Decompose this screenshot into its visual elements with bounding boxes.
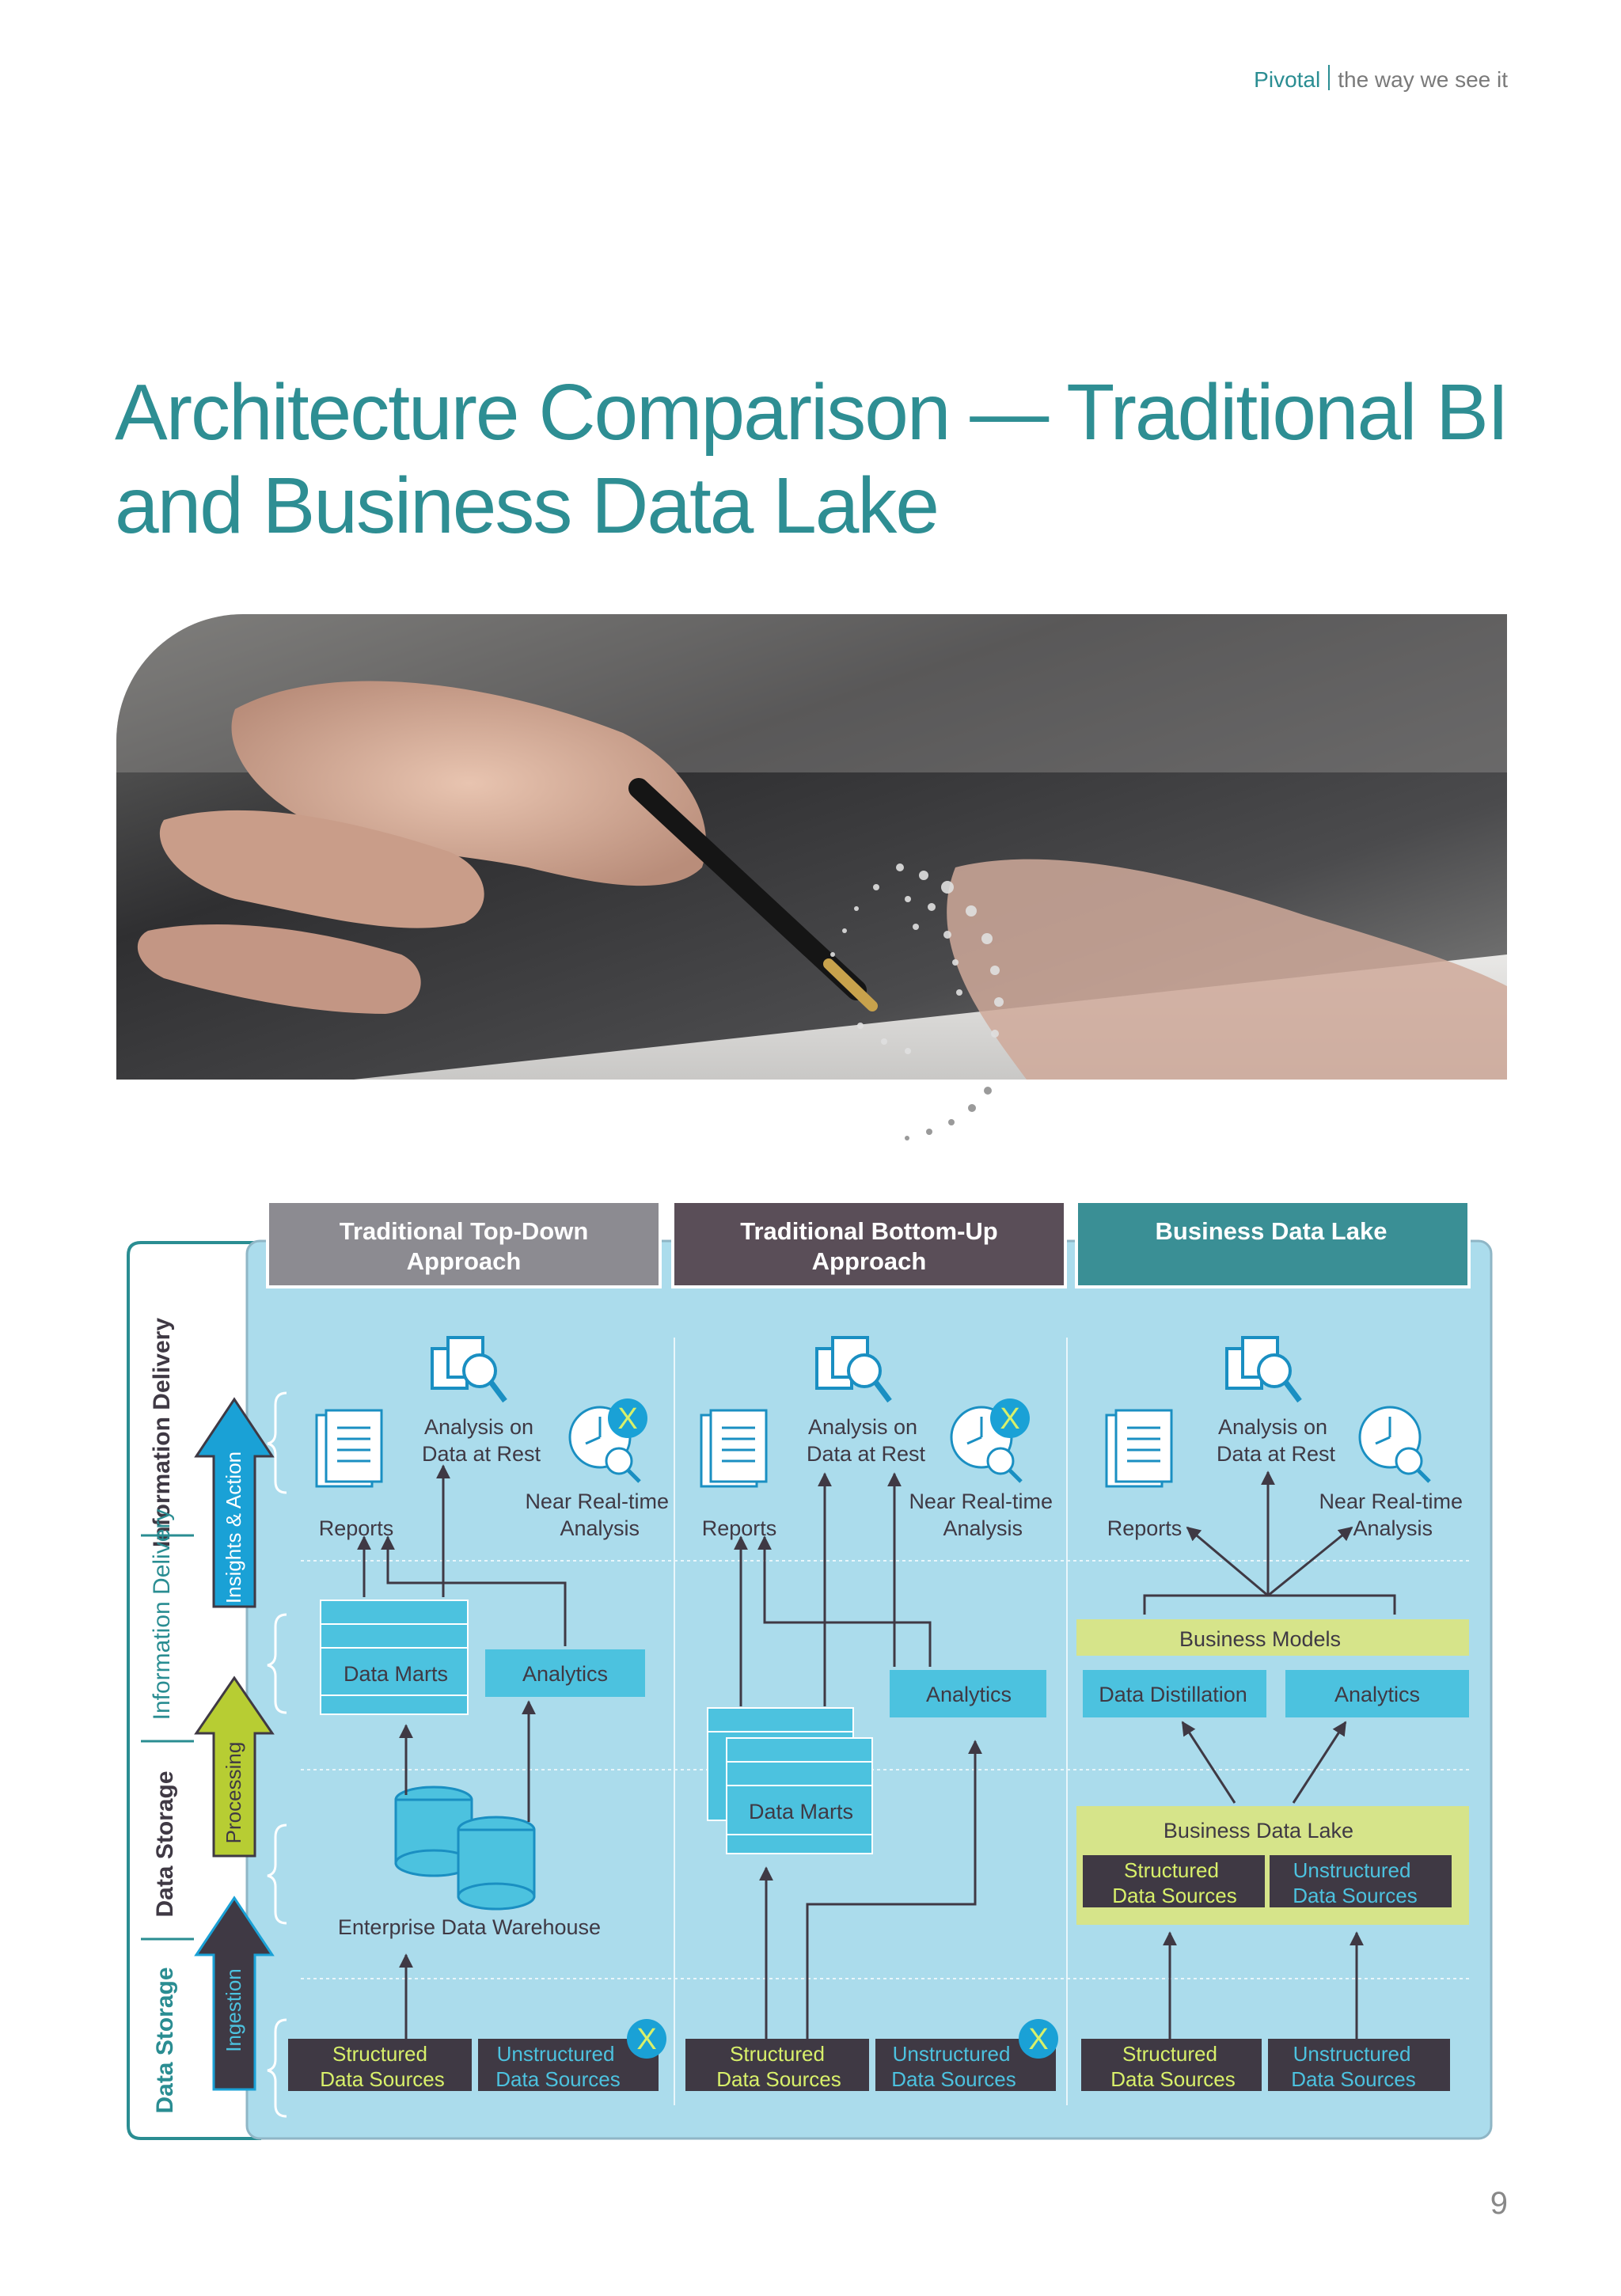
c1-analytics-label: Analytics [522,1662,608,1686]
c3-near-real-time-line2: Analysis [1353,1516,1433,1540]
c1-data-marts-label: Data Marts [344,1662,448,1686]
c2-analytics-label: Analytics [926,1683,1012,1706]
lake-unstructured-line1: Unstructured [1293,1858,1411,1882]
c3-analysis-line2: Data at Rest [1217,1442,1336,1466]
c3-analysis-line1: Analysis on [1218,1415,1327,1439]
c1-reports: Reports [319,1516,394,1540]
c3-near-real-time-line1: Near Real-time [1319,1490,1463,1513]
page-number: 9 [1490,2186,1508,2221]
x-badge-icon [608,1398,647,1438]
side-label-information-delivery-2: Information Delivery [149,1509,175,1721]
c1-analytics-box [485,1649,645,1697]
x-badge-icon [1019,2019,1058,2059]
c1-edw-label: Enterprise Data Warehouse [338,1915,601,1939]
c2-unstructured-line1: Unstructured [893,2042,1011,2066]
c2-near-real-time-line2: Analysis [943,1516,1023,1540]
c2-analysis-line1: Analysis on [808,1415,917,1439]
x-badge-icon [990,1398,1030,1438]
c3-unstructured-line2: Data Sources [1291,2067,1416,2091]
processing-label: Processing [222,1742,245,1844]
heading-top-down-line2: Approach [407,1247,522,1275]
header-tagline: the way we see it [1338,67,1508,92]
data-distillation-box [1083,1670,1266,1717]
data-distillation-label: Data Distillation [1099,1683,1247,1706]
side-label-data-storage-2: Data Storage [152,1967,178,2113]
ingestion-arrow [194,1896,275,2091]
c1-analysis-line2: Data at Rest [422,1442,541,1466]
c2-data-marts-label: Data Marts [749,1800,853,1824]
business-models-label: Business Models [1179,1627,1341,1651]
heading-bottom-up-line2: Approach [812,1247,927,1275]
c2-structured-line2: Data Sources [716,2067,841,2091]
c3-analytics-label: Analytics [1334,1683,1420,1706]
lake-unstructured-sources [1270,1855,1452,1907]
c1-near-real-time-line2: Analysis [560,1516,640,1540]
insights-arrow [194,1397,275,1608]
c1-unstructured-line2: Data Sources [495,2067,621,2091]
page-title: Architecture Comparison — Traditional BI… [115,368,1509,550]
c3-structured-line2: Data Sources [1110,2067,1236,2091]
c2-near-real-time-line1: Near Real-time [909,1490,1053,1513]
c1-structured-line2: Data Sources [320,2067,445,2091]
c1-unstructured-sources [478,2039,659,2091]
heading-data-lake [1075,1200,1471,1288]
brand-name: Pivotal [1254,67,1321,92]
insights-label: Insights & Action [222,1452,245,1603]
heading-bottom-up [671,1200,1067,1288]
c2-analytics-box [890,1670,1046,1717]
hand-writing-photo [116,614,1507,1080]
heading-data-lake-text: Business Data Lake [1156,1217,1388,1245]
reports-document-icon [700,1409,768,1488]
decorative-dots [905,1087,992,1140]
side-label-data-storage: Data Storage [152,1770,178,1917]
c2-unstructured-line2: Data Sources [891,2067,1016,2091]
c1-structured-sources [288,2039,472,2091]
c2-structured-line1: Structured [730,2042,825,2066]
c2-data-marts [707,1707,873,1854]
x-badge-icon [627,2019,666,2059]
side-label-information-delivery: Information Delivery [149,1318,175,1547]
c2-structured-sources [685,2039,869,2091]
hero-photo [116,614,1507,1080]
c1-data-marts [320,1600,469,1715]
c3-structured-line1: Structured [1122,2042,1217,2066]
processing-arrow [194,1676,275,1858]
ingestion-label: Ingestion [222,1968,245,2052]
c2-reports: Reports [702,1516,777,1540]
c3-unstructured-line1: Unstructured [1293,2042,1411,2066]
heading-bottom-up-line1: Traditional Bottom-Up [740,1217,997,1245]
c3-reports: Reports [1107,1516,1183,1540]
reports-document-icon [1105,1409,1173,1488]
lake-unstructured-line2: Data Sources [1293,1884,1418,1907]
page-header: Pivotal the way we see it [1108,65,1508,93]
lake-structured-line2: Data Sources [1112,1884,1237,1907]
header-divider [1328,65,1331,90]
c3-structured-sources [1081,2039,1262,2091]
lake-structured-sources [1083,1855,1265,1907]
business-models-box [1076,1619,1469,1656]
c1-structured-line1: Structured [332,2042,427,2066]
c1-analysis-line1: Analysis on [424,1415,533,1439]
database-icon [394,1786,536,1911]
side-frame [127,1241,261,2140]
heading-top-down-line1: Traditional Top-Down [340,1217,589,1245]
c3-analytics-box [1285,1670,1469,1717]
business-data-lake-label: Business Data Lake [1164,1819,1353,1842]
c2-analysis-line2: Data at Rest [807,1442,926,1466]
c1-near-real-time-line1: Near Real-time [525,1490,669,1513]
heading-top-down [266,1200,662,1288]
lake-structured-line1: Structured [1124,1858,1219,1882]
reports-document-icon [315,1409,383,1488]
c1-unstructured-line1: Unstructured [497,2042,615,2066]
c3-unstructured-sources [1268,2039,1450,2091]
